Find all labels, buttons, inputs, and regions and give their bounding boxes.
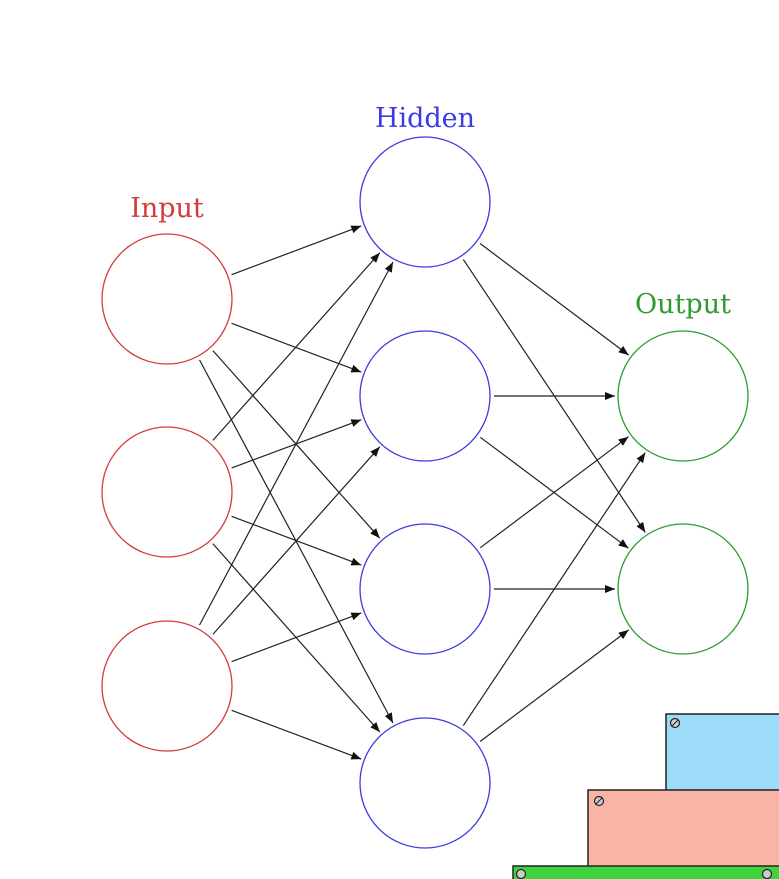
connection-input3-to-hidden2 [212, 446, 381, 635]
input-layer-label: Input [130, 193, 204, 224]
hidden-layer-label: Hidden [375, 103, 475, 134]
connection-input1-to-hidden1 [231, 225, 362, 276]
block-green [512, 865, 779, 879]
connection-hidden1-to-output1 [479, 243, 630, 356]
hidden-neuron-1 [359, 136, 491, 268]
output-neuron-1 [617, 330, 749, 462]
output-layer-label: Output [635, 289, 731, 320]
input-neuron-2 [101, 426, 233, 558]
hidden-neuron-2 [359, 330, 491, 462]
stacked-blocks [512, 713, 779, 879]
block-blue [665, 713, 779, 805]
connection-hidden4-to-output1 [462, 452, 646, 726]
input-neuron-3 [101, 620, 233, 752]
input-neuron-1 [101, 233, 233, 365]
block-salmon [587, 789, 779, 879]
screw-icon [515, 868, 527, 879]
connection-hidden3-to-output1 [479, 436, 629, 549]
connection-hidden4-to-output2 [479, 629, 630, 742]
screw-icon [761, 868, 773, 879]
connection-input3-to-hidden3 [231, 612, 362, 663]
connection-input2-to-hidden1 [212, 252, 381, 441]
connection-input3-to-hidden1 [198, 261, 394, 626]
hidden-neuron-3 [359, 523, 491, 655]
neurons [101, 136, 749, 849]
output-neuron-2 [617, 523, 749, 655]
hidden-neuron-4 [359, 717, 491, 849]
connections [198, 225, 646, 760]
connection-input3-to-hidden4 [231, 709, 362, 760]
connection-input1-to-hidden2 [231, 322, 362, 373]
